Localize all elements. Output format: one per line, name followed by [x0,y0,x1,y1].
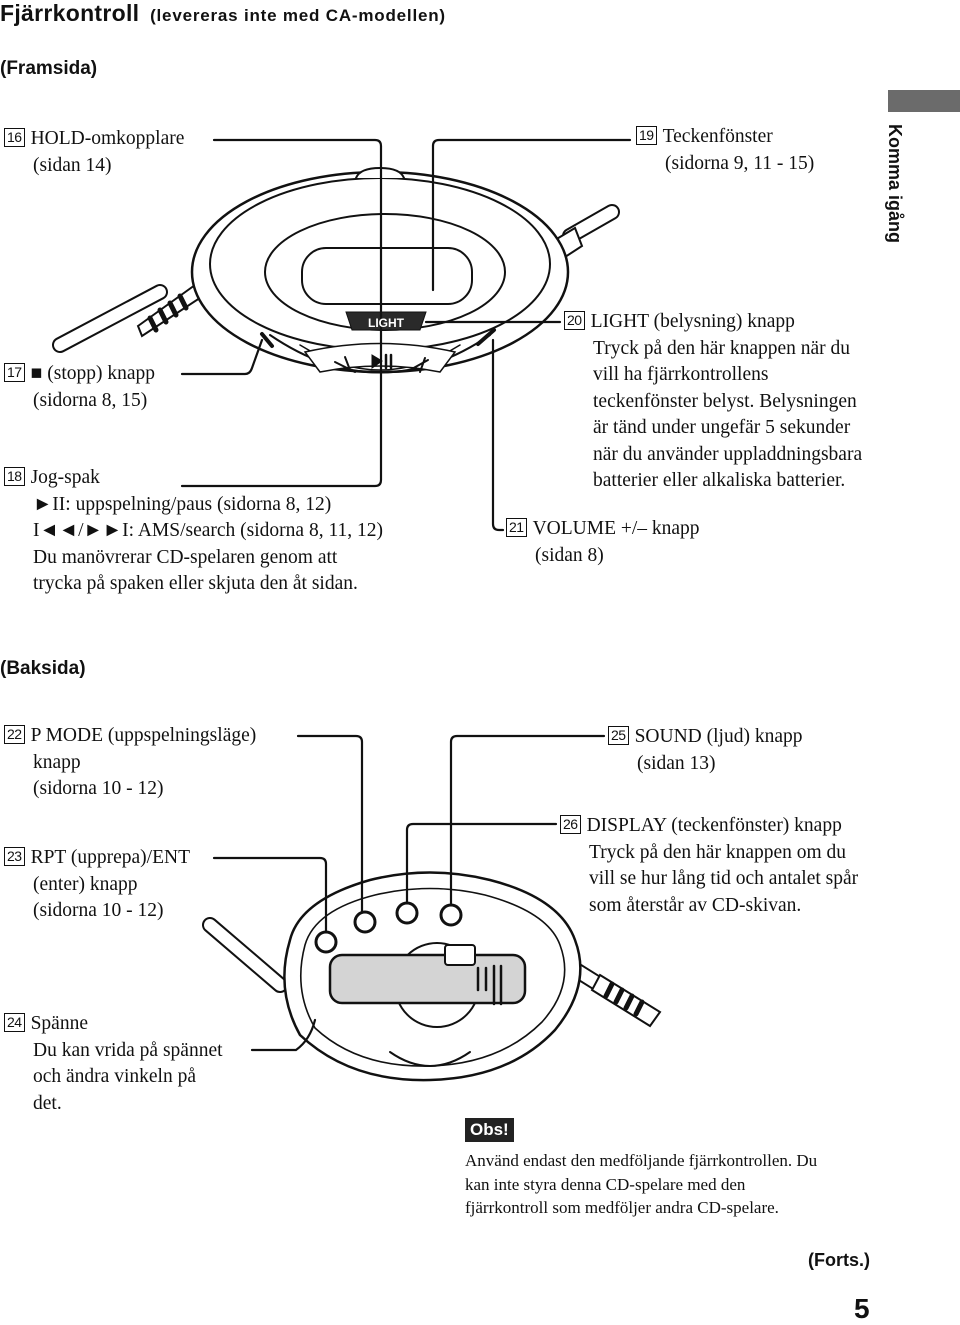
title-subtitle: (levereras inte med CA-modellen) [150,6,446,25]
side-tab-label: Komma igång [885,124,905,244]
front-heading: (Framsida) [0,58,98,79]
item-number: 24 [4,1013,25,1032]
note-badge: Obs! [465,1118,514,1142]
continued-label: (Forts.) [808,1250,870,1270]
item-number: 23 [4,847,25,866]
item-number: 26 [560,815,581,834]
item-number: 21 [506,518,527,537]
front-item-17: 17■ (stopp) knapp (sidorna 8, 15) [4,361,155,414]
device-light-label: LIGHT [368,316,405,330]
side-tab-bar [888,90,960,112]
page-number: 5 [854,1293,870,1324]
title-main: Fjärrkontroll [0,0,140,26]
item-number: 19 [636,126,657,145]
item-number: 17 [4,363,25,382]
item-number: 25 [608,726,629,745]
note-text: Använd endast den medföljande fjärrkontr… [465,1151,818,1217]
back-heading: (Baksida) [0,658,86,679]
item-number: 22 [4,725,25,744]
item-number: 16 [4,128,25,147]
item-number: 18 [4,467,25,486]
side-tab: Komma igång [884,124,914,252]
item-number: 20 [564,311,585,330]
page-title: Fjärrkontroll (levereras inte med CA-mod… [0,0,446,27]
